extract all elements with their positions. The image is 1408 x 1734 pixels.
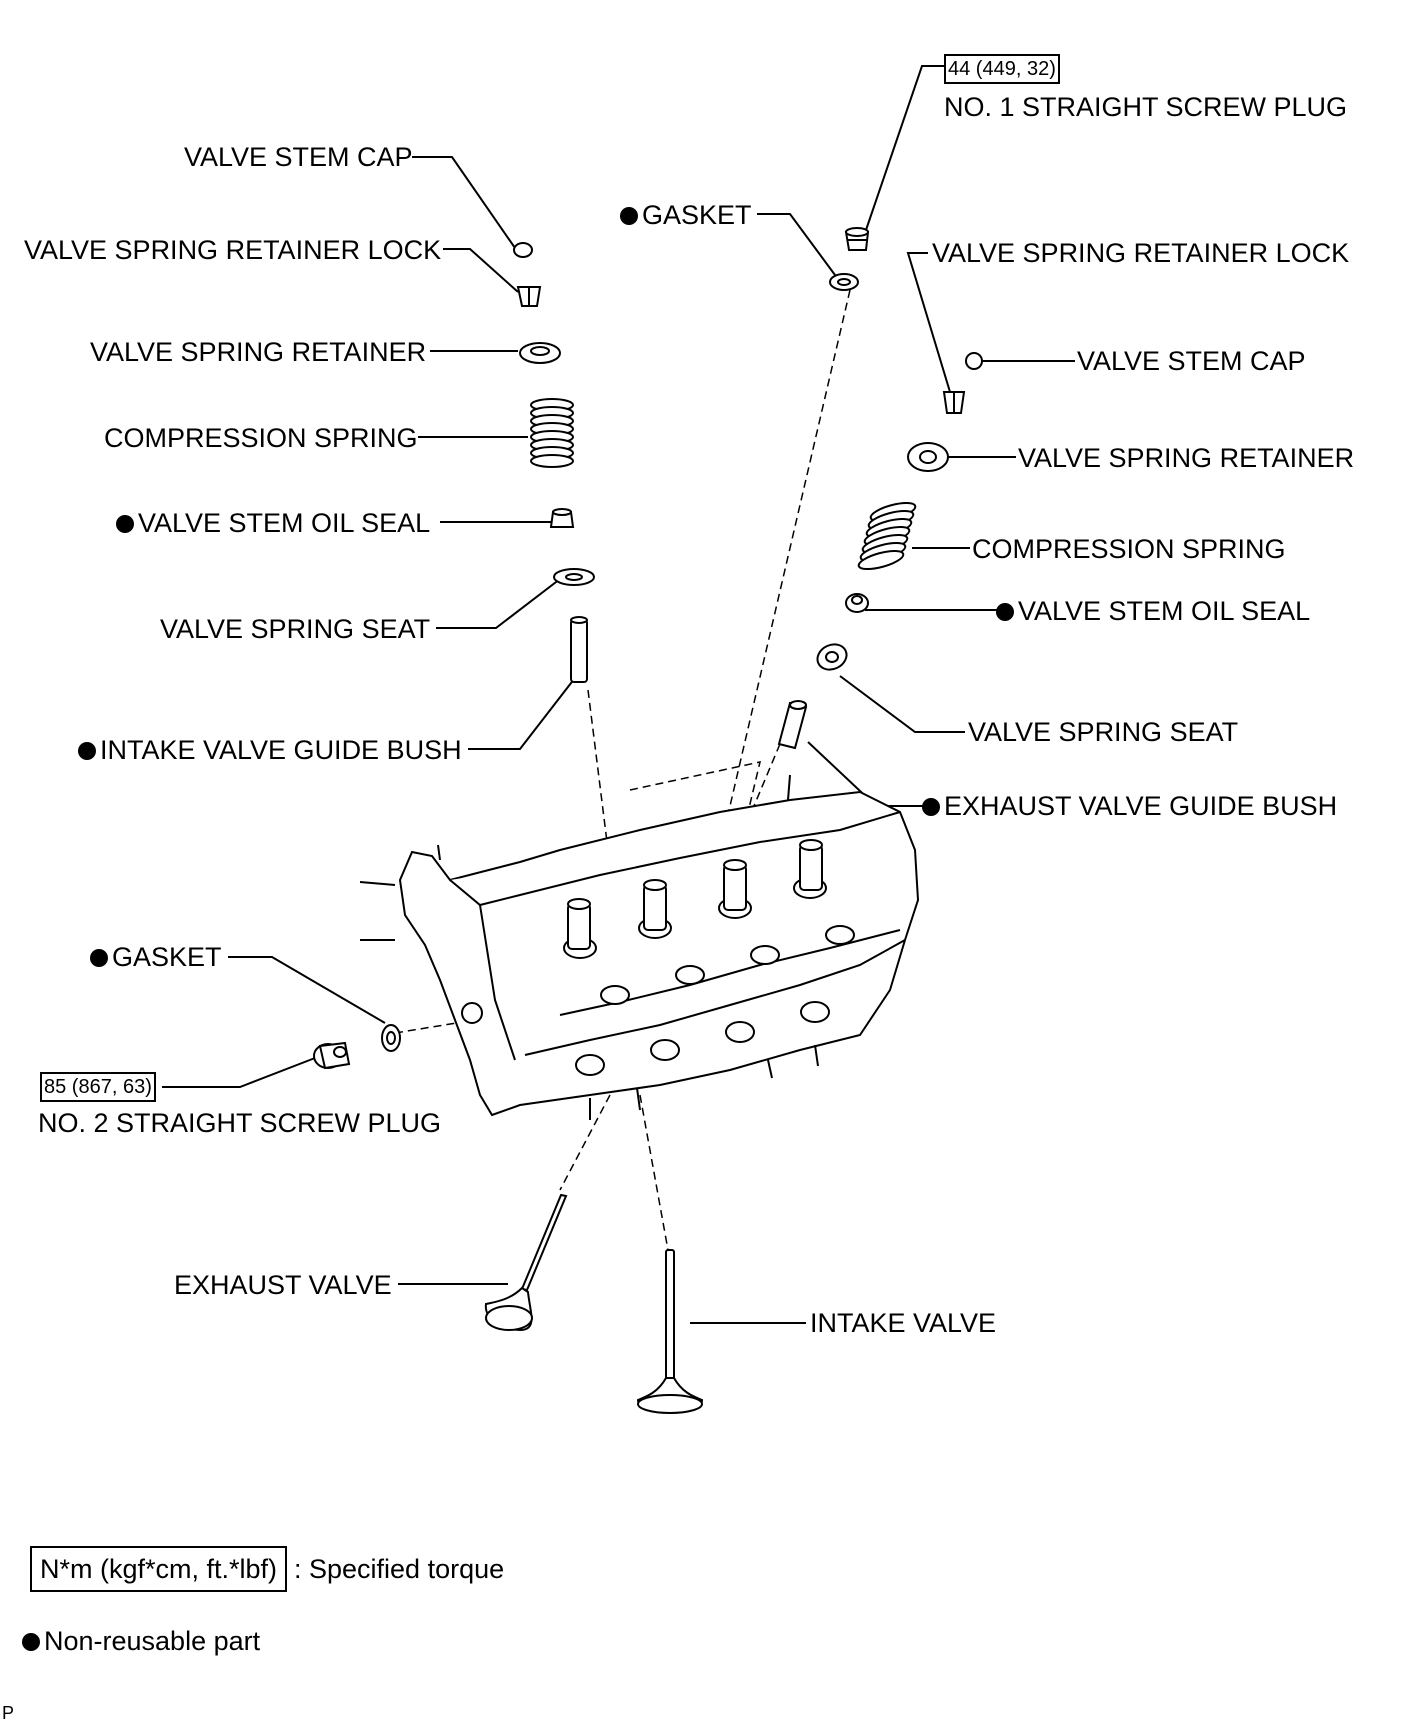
- non-reusable-bullet-icon: [90, 949, 108, 967]
- label-left-gasket: GASKET: [90, 942, 222, 972]
- plug-2-part: [314, 1043, 349, 1068]
- text: VALVE STEM OIL SEAL: [138, 508, 431, 538]
- non-reusable-bullet-icon: [78, 742, 96, 760]
- right-spring-seat: [813, 640, 850, 674]
- leader-left-retainer-lock: [443, 249, 518, 292]
- legend-torque-desc: : Specified torque: [294, 1554, 505, 1584]
- text: Non-reusable part: [44, 1626, 261, 1656]
- left-spring-retainer: [520, 343, 560, 363]
- label-left-valve-stem-cap: VALVE STEM CAP: [184, 142, 413, 172]
- leader-plug-1: [866, 66, 944, 230]
- exhaust-valve-part: [486, 1195, 566, 1330]
- text: GASKET: [642, 200, 752, 230]
- non-reusable-bullet-icon: [620, 207, 638, 225]
- leader-plug-2: [162, 1058, 315, 1087]
- label-left-retainer-lock: VALVE SPRING RETAINER LOCK: [24, 235, 442, 265]
- plug-1-part: [846, 228, 868, 250]
- left-oil-seal: [551, 509, 573, 527]
- non-reusable-bullet-icon: [922, 798, 940, 816]
- right-valve-stem-cap: [966, 353, 982, 369]
- legend-torque-unit: N*m (kgf*cm, ft.*lbf): [30, 1546, 288, 1592]
- label-plug-2: NO. 2 STRAIGHT SCREW PLUG: [38, 1108, 442, 1138]
- label-exhaust-valve: EXHAUST VALVE: [174, 1270, 392, 1300]
- label-exhaust-guide-bush: EXHAUST VALVE GUIDE BUSH: [922, 791, 1337, 821]
- leader-top-gasket: [757, 214, 835, 275]
- right-compression-spring: [857, 499, 917, 572]
- right-retainer-lock: [944, 392, 964, 413]
- text: INTAKE VALVE GUIDE BUSH: [100, 735, 462, 765]
- cylinder-head: [360, 775, 918, 1120]
- left-valve-stem-cap: [514, 243, 532, 257]
- right-oil-seal: [846, 594, 868, 612]
- leader-intake-guide-bush: [468, 674, 578, 749]
- non-reusable-bullet-icon: [996, 603, 1014, 621]
- non-reusable-bullet-icon: [116, 515, 134, 533]
- left-gasket-part: [382, 1025, 400, 1051]
- right-spring-retainer: [908, 443, 948, 471]
- leader-right-retainer-lock: [908, 253, 950, 392]
- leader-left-gasket: [228, 957, 385, 1023]
- label-left-spring-seat: VALVE SPRING SEAT: [160, 614, 431, 644]
- label-right-spring-seat: VALVE SPRING SEAT: [968, 717, 1239, 747]
- label-right-compression-spring: COMPRESSION SPRING: [972, 534, 1286, 564]
- non-reusable-bullet-icon: [22, 1633, 40, 1651]
- leader-left-spring-seat: [436, 579, 560, 628]
- intake-valve-part: [638, 1250, 702, 1413]
- axis-intake-valve: [640, 1095, 668, 1250]
- label-plug-1: NO. 1 STRAIGHT SCREW PLUG: [944, 92, 1348, 122]
- text: GASKET: [112, 942, 222, 972]
- label-right-spring-retainer: VALVE SPRING RETAINER: [1018, 443, 1355, 473]
- intake-guide-bush: [571, 617, 587, 682]
- legend-non-reusable: Non-reusable part: [22, 1624, 260, 1658]
- label-top-gasket: GASKET: [620, 200, 752, 230]
- leader-left-valve-stem-cap: [412, 157, 515, 248]
- left-spring-seat: [554, 569, 594, 585]
- exhaust-guide-bush: [779, 701, 806, 748]
- label-right-retainer-lock: VALVE SPRING RETAINER LOCK: [932, 238, 1350, 268]
- axis-exhaust-valve: [560, 1095, 610, 1190]
- label-right-oil-seal: VALVE STEM OIL SEAL: [996, 596, 1310, 626]
- label-right-valve-stem-cap: VALVE STEM CAP: [1077, 346, 1306, 376]
- label-left-compression-spring: COMPRESSION SPRING: [104, 423, 418, 453]
- leader-right-spring-seat: [840, 676, 965, 732]
- text: VALVE STEM OIL SEAL: [1018, 596, 1311, 626]
- label-left-spring-retainer: VALVE SPRING RETAINER: [90, 337, 427, 367]
- label-intake-guide-bush: INTAKE VALVE GUIDE BUSH: [78, 735, 462, 765]
- torque-box-2: 85 (867, 63): [40, 1072, 156, 1102]
- left-compression-spring: [531, 399, 573, 467]
- label-left-oil-seal: VALVE STEM OIL SEAL: [116, 508, 430, 538]
- top-gasket-part: [830, 274, 858, 290]
- torque-box-1: 44 (449, 32): [944, 54, 1060, 84]
- text: EXHAUST VALVE GUIDE BUSH: [944, 791, 1338, 821]
- corner-mark: P: [2, 1703, 15, 1723]
- left-retainer-lock: [518, 287, 540, 306]
- label-intake-valve: INTAKE VALVE: [810, 1308, 997, 1338]
